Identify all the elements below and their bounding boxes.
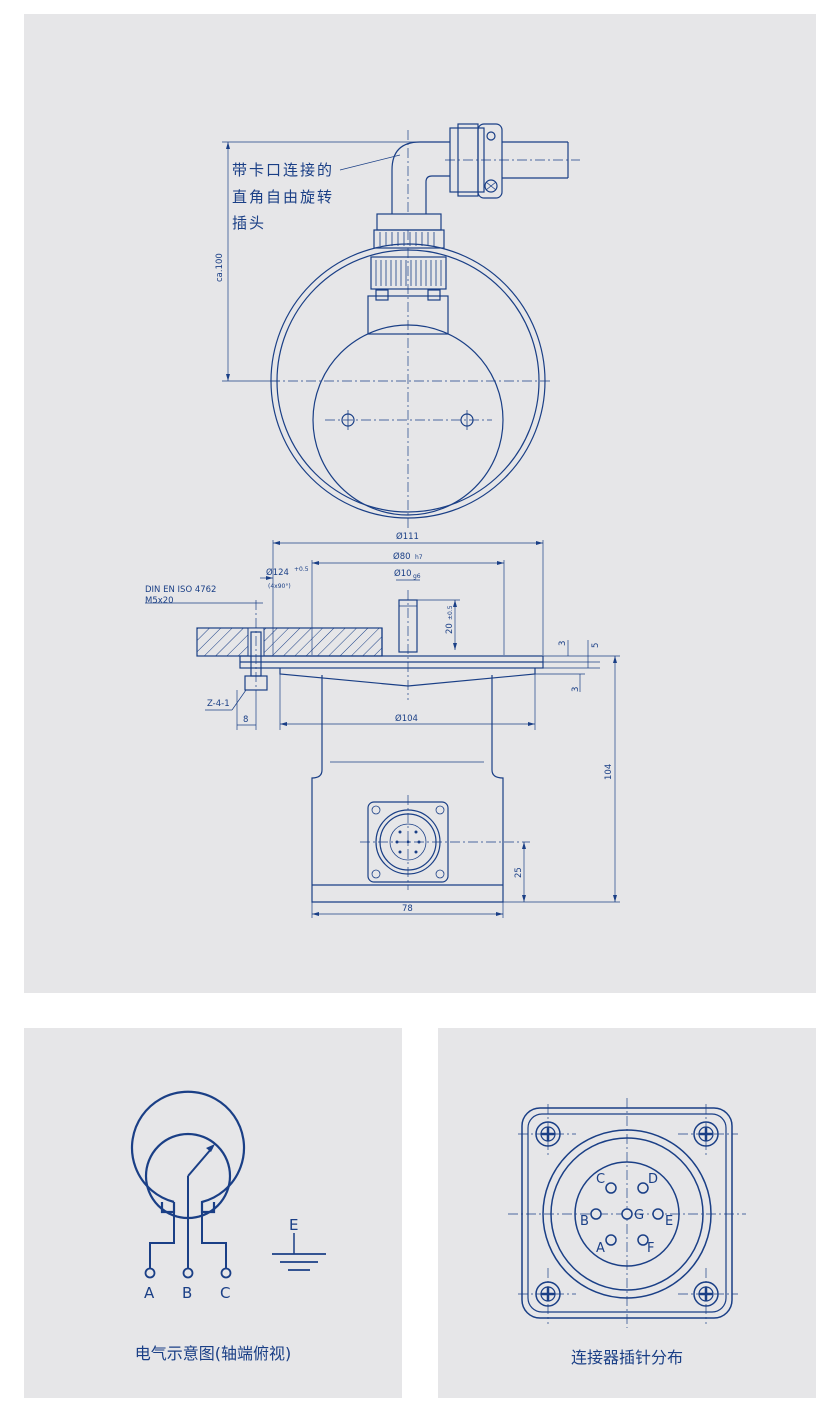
screw-bottom-left-icon: [535, 1281, 561, 1307]
pin-e: [652, 1208, 664, 1220]
pin-a-label: A: [596, 1241, 605, 1256]
dim-ca100-label: ca.100: [215, 253, 225, 282]
screw-top-left-icon: [535, 1121, 561, 1147]
terminal-a-label: A: [144, 1284, 155, 1302]
dim-78-label: 78: [402, 904, 413, 914]
terminal-a: [144, 1267, 156, 1279]
pin-g-label: G: [634, 1208, 644, 1223]
dim-5-label: 5: [591, 643, 601, 648]
elbow-plug: [391, 141, 450, 214]
dim-4x90-label: (4x90°): [268, 583, 291, 590]
screw-spec-line2: M5x20: [145, 596, 174, 606]
dim-d104-label: Ø104: [395, 713, 418, 724]
earth-label: E: [289, 1216, 298, 1234]
dim-8-label: 8: [243, 715, 248, 725]
pin-f-label: F: [647, 1241, 654, 1256]
dim-d80-label: Ø80: [393, 551, 411, 562]
potentiometer-ring: [130, 1090, 246, 1214]
screw-spec-line1: DIN EN ISO 4762: [145, 585, 216, 595]
connector-pinout-panel: C D B G E A F 连接器插针分布: [438, 1028, 816, 1398]
dim-d124-tolerance: +0.5: [294, 566, 309, 573]
main-drawing-panel: [24, 14, 816, 993]
dim-25-label: 25: [514, 867, 524, 878]
electrical-diagram-panel: A B C E 电气示意图(轴端俯视): [24, 1028, 402, 1398]
screw-bottom-right-icon: [693, 1281, 719, 1307]
connector-pinout-drawing: C D B G E A F: [508, 1098, 746, 1328]
screw-top-right-icon: [693, 1121, 719, 1147]
terminal-b-label: B: [182, 1284, 192, 1302]
pin-b-label: B: [580, 1214, 589, 1229]
housing-taper: [279, 668, 536, 687]
plug-note-line2: 直角自由旋转: [232, 188, 334, 206]
connector-caption: 连接器插针分布: [570, 1348, 683, 1367]
terminal-c-label: C: [220, 1284, 230, 1302]
pin-d-label: D: [648, 1172, 658, 1187]
wiper-arrow-icon: [206, 1144, 215, 1152]
connector-outer-ring: [542, 1129, 712, 1299]
dim-3a-label: 3: [558, 641, 568, 646]
dim-20-tolerance: ±0.5: [447, 605, 454, 620]
cable-clamp: [477, 123, 503, 199]
dim-3b-label: 3: [571, 687, 581, 692]
terminal-c: [220, 1267, 232, 1279]
terminal-b: [182, 1267, 194, 1279]
dim-d124-label: Ø124: [266, 567, 289, 578]
connector-housing: [367, 295, 449, 335]
encoder-body: [311, 769, 504, 903]
pin-b: [590, 1208, 602, 1220]
pin-d: [637, 1182, 649, 1194]
electrical-caption: 电气示意图(轴端俯视): [134, 1344, 292, 1363]
ref-z41-label: Z-4-1: [207, 699, 230, 709]
electrical-schematic: A B C E: [130, 1090, 326, 1302]
pin-c: [605, 1182, 617, 1194]
dim-d111-label: Ø111: [396, 531, 419, 542]
pin-a: [605, 1234, 617, 1246]
encoder-technical-drawing: ca.100 带卡口连接的 直角自由旋转 插头 Ø111 Ø80 h7 Ø124…: [145, 123, 620, 918]
mounting-plate-hatched: [196, 627, 383, 657]
pin-c-label: C: [596, 1172, 605, 1187]
dim-20-label: 20: [445, 623, 455, 634]
plug-note-line1: 带卡口连接的: [232, 161, 334, 179]
plug-collar: [373, 229, 445, 249]
dim-d10-tolerance: g6: [413, 573, 421, 580]
dim-104-label: 104: [604, 764, 614, 780]
pin-g: [621, 1208, 633, 1220]
dim-d80-tolerance: h7: [415, 554, 423, 561]
pin-e-label: E: [665, 1214, 673, 1229]
knurled-nut: [370, 256, 447, 290]
connector-insert: [574, 1161, 680, 1267]
pin-f: [637, 1234, 649, 1246]
dim-d10-label: Ø10: [394, 568, 412, 579]
plug-note-line3: 插头: [232, 214, 266, 232]
